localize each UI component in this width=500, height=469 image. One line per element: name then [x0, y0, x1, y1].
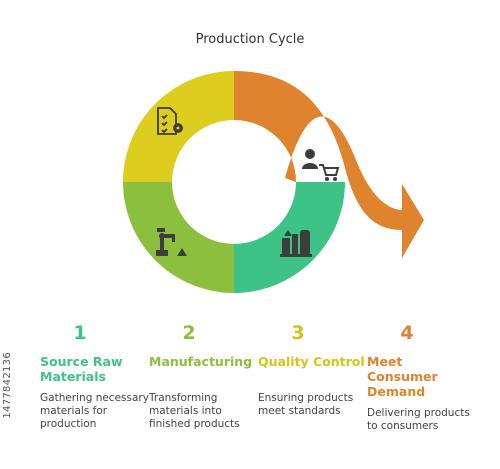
robot-arm-icon	[156, 228, 187, 256]
stock-image-id: 1477842136	[2, 352, 13, 419]
factory-icon	[280, 230, 312, 257]
cycle-segment-demand-arrow	[234, 71, 424, 258]
cycle-segment-quality	[234, 182, 345, 293]
step-number: 1	[73, 322, 87, 344]
step-name: Manufacturing	[149, 354, 253, 369]
step-number: 4	[400, 322, 414, 344]
diagram-title: Production Cycle	[195, 32, 305, 47]
document-gear-icon	[157, 107, 183, 135]
cycle-segment-manufacturing	[123, 182, 234, 293]
step-number: 2	[182, 322, 196, 344]
consumer-cart-icon	[302, 149, 340, 181]
step-number: 3	[291, 322, 305, 344]
step-name: Quality Control	[258, 354, 365, 369]
